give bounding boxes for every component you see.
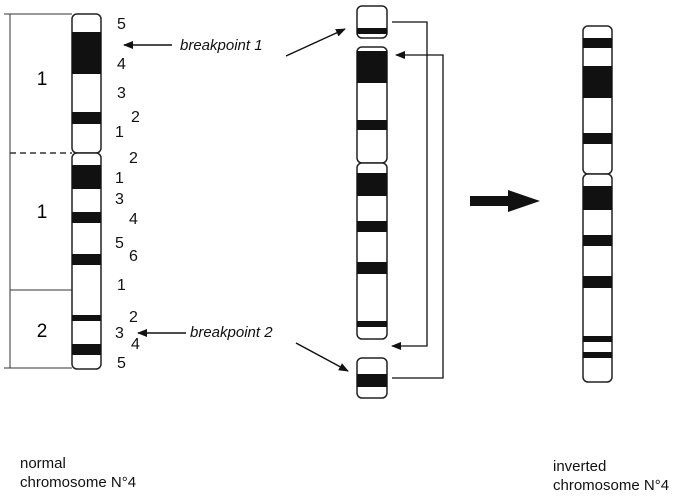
chromosome-band [357, 173, 387, 196]
chromosome-band [72, 32, 101, 74]
inversion-connector-1 [391, 21, 428, 350]
chromosome-band [357, 221, 387, 232]
transformation-arrow-icon [470, 190, 540, 212]
band-label: 1 [117, 277, 126, 294]
caption-line: chromosome N°4 [553, 477, 670, 494]
chromosome-band [72, 254, 101, 265]
breakpoint-2-pointer-arrow [295, 342, 349, 372]
region-label: 1 [37, 69, 48, 90]
breakpoint-1-label: breakpoint 1 [180, 37, 263, 54]
chromosome-band [72, 315, 101, 321]
band-label: 3 [115, 191, 124, 208]
band-labels: 5 4 3 2 1 2 1 3 4 5 6 1 2 3 4 5 [115, 16, 140, 372]
chromosome-band [583, 186, 612, 210]
band-label: 5 [117, 16, 126, 33]
band-label: 1 [115, 124, 124, 141]
chromosome-band [72, 212, 101, 223]
band-label: 2 [129, 150, 138, 167]
normal-chromosome [71, 13, 102, 370]
chromosome-band [583, 133, 612, 144]
breakpoint-1-pointer-arrow [285, 28, 346, 57]
inverted-chromosome [582, 25, 613, 383]
breakpoint-1-annotation: breakpoint 1 [123, 28, 346, 57]
broken-chromosome [356, 5, 444, 399]
band-label: 4 [131, 336, 140, 353]
chromosome-band [72, 112, 101, 124]
region-label: 1 [37, 202, 48, 223]
chromosome-band [583, 352, 612, 358]
band-label: 6 [129, 248, 138, 265]
chromosome-band [357, 374, 387, 387]
breakpoint-2-annotation: breakpoint 2 [137, 324, 349, 372]
chromosome-band [72, 344, 101, 355]
band-label: 5 [115, 235, 124, 252]
inverted-chromosome-caption: inverted chromosome N°4 [553, 457, 669, 495]
chromosome-band [583, 276, 612, 288]
band-label: 3 [115, 325, 124, 342]
band-label: 5 [117, 355, 126, 372]
caption-line: chromosome N°4 [20, 474, 137, 491]
band-label: 4 [129, 211, 138, 228]
chromosome-band [357, 262, 387, 274]
inversion-connector-2 [392, 51, 444, 379]
chromosome-band [583, 66, 612, 98]
chromosome-band [357, 28, 387, 34]
chromosome-band [357, 120, 387, 130]
band-label: 1 [115, 170, 124, 187]
chromosome-band [357, 51, 387, 83]
region-bracket [4, 13, 72, 369]
band-label: 2 [131, 109, 140, 126]
chromosome-band [583, 336, 612, 342]
inverted-segment-lower [356, 162, 388, 340]
chromosome-band [72, 165, 101, 189]
chromosome-band [357, 321, 387, 327]
caption-line: inverted [553, 458, 607, 475]
normal-chromosome-caption: normal chromosome N°4 [20, 454, 136, 492]
caption-line: normal [20, 455, 66, 472]
breakpoint-2-label: breakpoint 2 [190, 324, 273, 341]
band-label: 3 [117, 85, 126, 102]
chromosome-band [583, 38, 612, 48]
region-label: 2 [37, 321, 48, 342]
chromosome-band [583, 235, 612, 246]
band-label: 4 [117, 56, 126, 73]
inverted-chromosome-p-arm [582, 25, 613, 175]
band-label: 2 [129, 309, 138, 326]
